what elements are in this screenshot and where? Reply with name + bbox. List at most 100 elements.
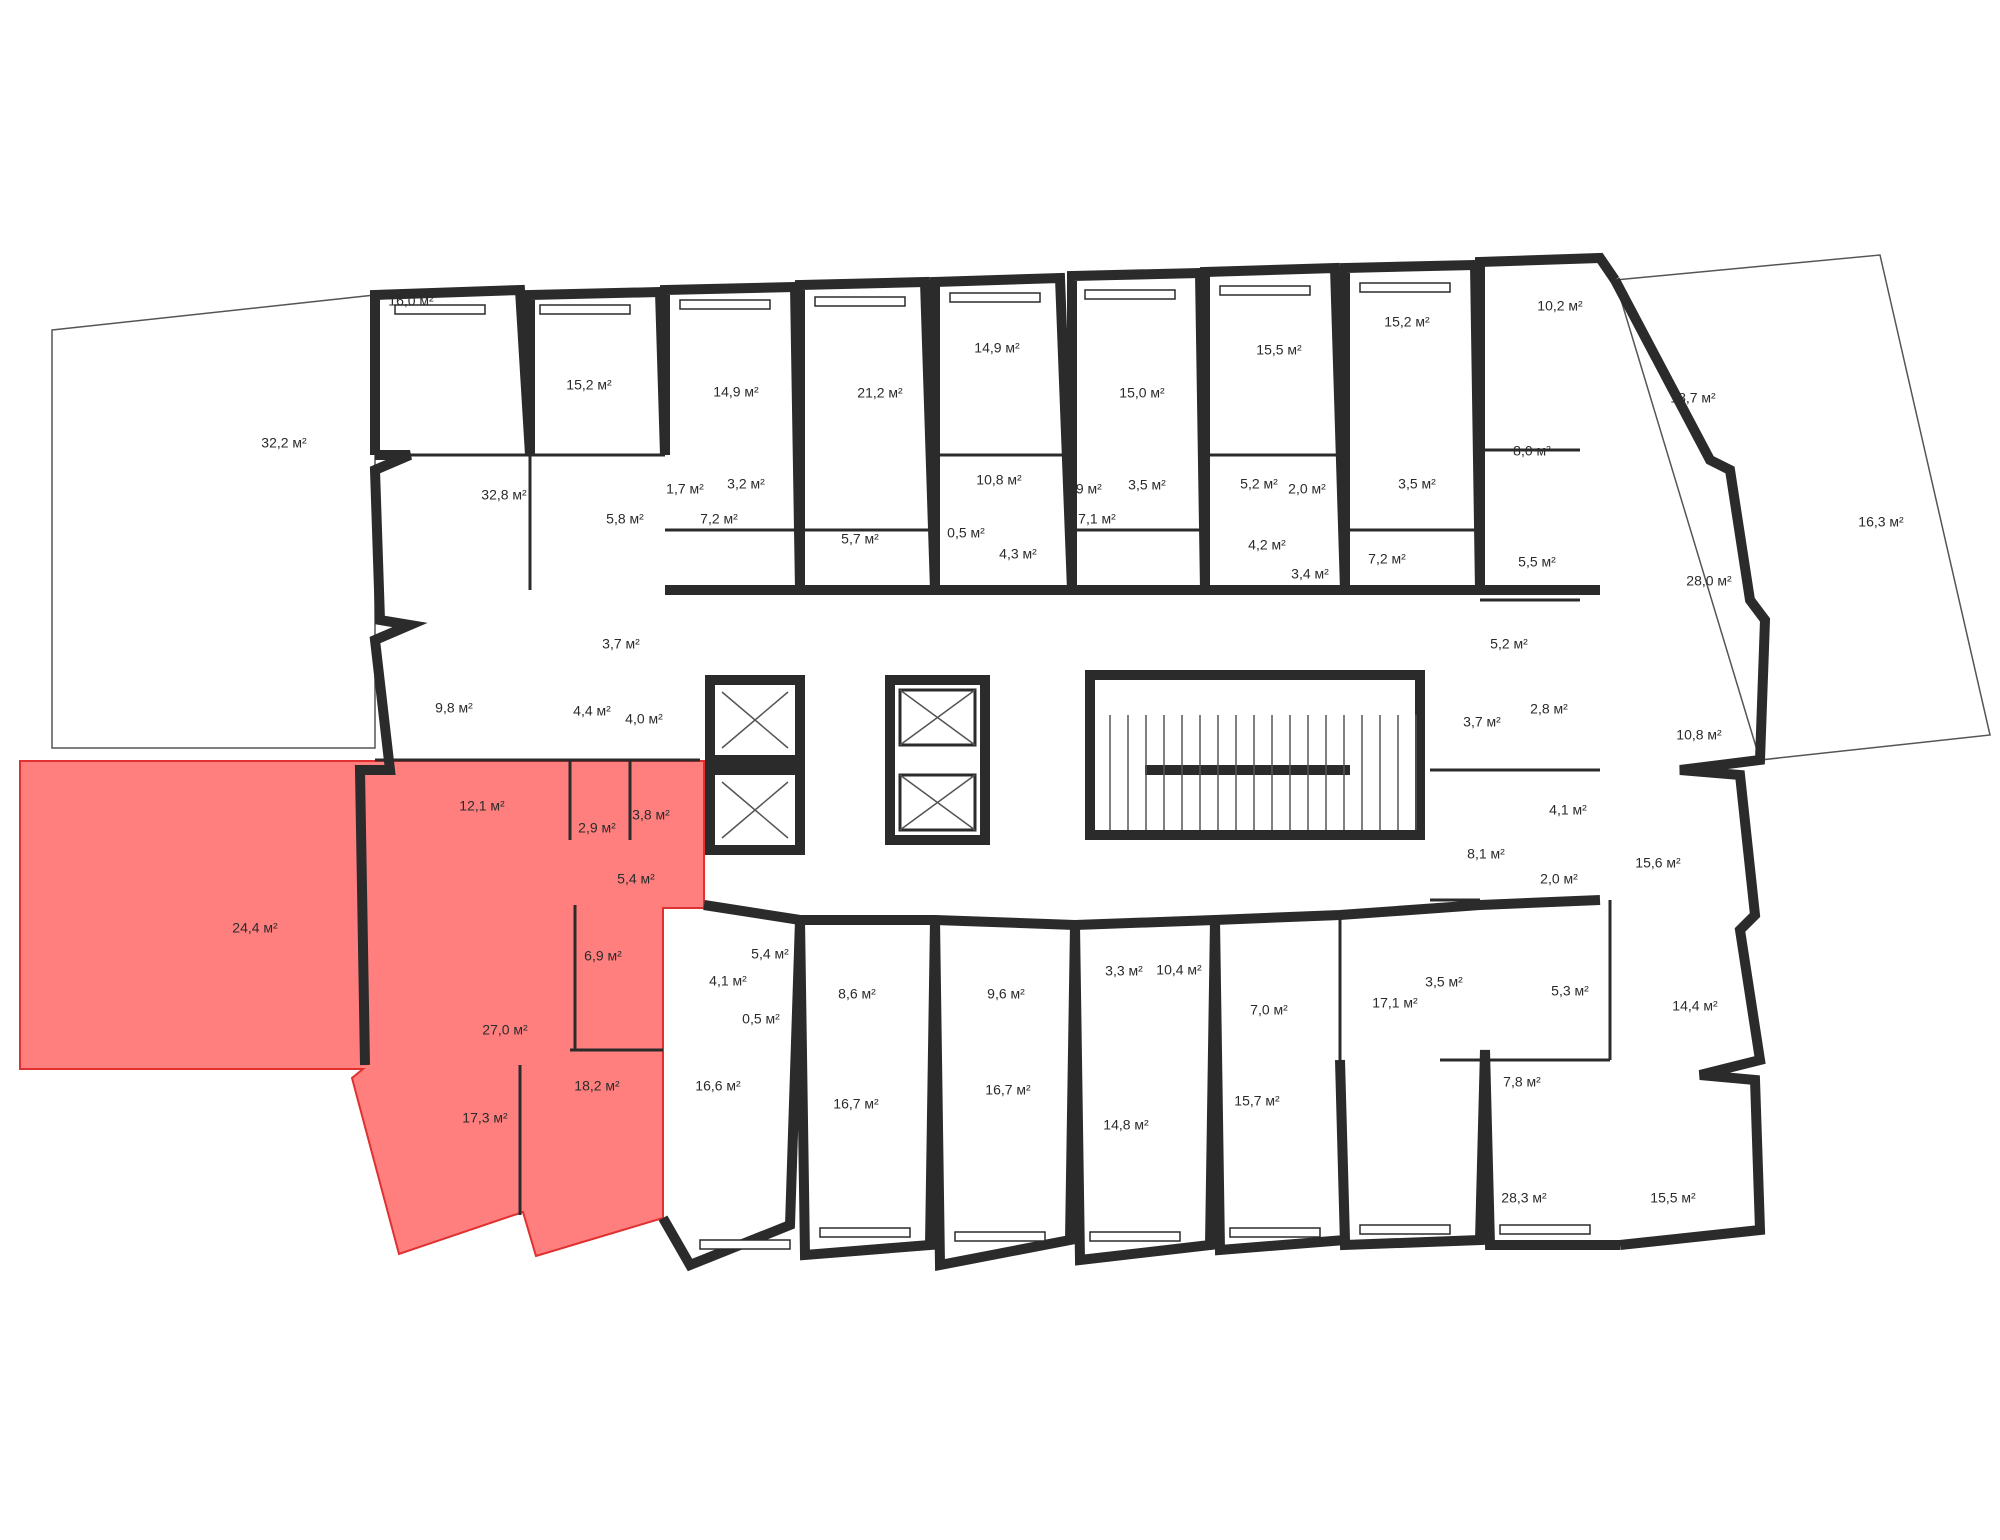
room-area-label: 3,7 м² [602, 636, 640, 652]
room-area-label: 12,1 м² [459, 798, 505, 814]
room-area-label: 3,5 м² [1425, 974, 1463, 990]
room-area-label: 3,5 м² [1398, 476, 1436, 492]
room-area-label: 3,3 м² [1105, 963, 1143, 979]
room-area-label: 10,2 м² [1537, 298, 1583, 314]
room-area-label: 18,2 м² [574, 1078, 620, 1094]
room-area-label: 6,9 м² [584, 948, 622, 964]
room-area-label: 15,5 м² [1650, 1190, 1696, 1206]
room-area-label: 1,9 м² [1064, 481, 1102, 497]
window-radiator [679, 299, 771, 310]
room-area-label: 2,0 м² [1540, 871, 1578, 887]
room-area-label: 15,5 м² [1256, 342, 1302, 358]
window-radiator [539, 304, 631, 315]
window-radiator [1089, 1231, 1181, 1242]
room-area-label: 0,5 м² [742, 1011, 780, 1027]
room-area-label: 4,4 м² [573, 703, 611, 719]
room-area-label: 4,3 м² [999, 546, 1037, 562]
room-area-label: 5,7 м² [841, 531, 879, 547]
room-area-label: 16,3 м² [1858, 514, 1904, 530]
window-radiator [1359, 1224, 1451, 1235]
room-area-label: 3,8 м² [632, 807, 670, 823]
terrace-east [1614, 254, 1991, 761]
room-area-label: 27,0 м² [482, 1022, 528, 1038]
building-wall-west [354, 450, 428, 1066]
room-area-label: 18,7 м² [1670, 390, 1716, 406]
room-area-label: 14,8 м² [1103, 1117, 1149, 1133]
room-area-label: 32,8 м² [481, 487, 527, 503]
room-area-label: 0,5 м² [947, 525, 985, 541]
room-area-label: 4,1 м² [709, 973, 747, 989]
interior-walls [375, 448, 1612, 1215]
room-area-label: 4,0 м² [625, 711, 663, 727]
room-area-label: 5,8 м² [606, 511, 644, 527]
room-area-label: 32,2 м² [261, 435, 307, 451]
room-area-label: 15,7 м² [1234, 1093, 1280, 1109]
room-area-label: 5,5 м² [1518, 554, 1556, 570]
room-area-label: 1,7 м² [666, 481, 704, 497]
room-area-label: 17,1 м² [1372, 995, 1418, 1011]
room-area-label: 3,7 м² [1463, 714, 1501, 730]
room-area-label: 7,2 м² [700, 511, 738, 527]
window-radiator [1219, 285, 1311, 296]
room-area-label: 28,3 м² [1501, 1190, 1547, 1206]
room-area-label: 4,1 м² [1549, 802, 1587, 818]
room-area-label: 2,8 м² [1530, 701, 1568, 717]
room-area-label: 24,4 м² [232, 920, 278, 936]
room-area-label: 9,6 м² [987, 986, 1025, 1002]
room-area-label: 5,3 м² [1551, 983, 1589, 999]
room-area-label: 15,0 м² [1119, 385, 1165, 401]
corridor-wall-south [703, 895, 1601, 931]
room-area-label: 10,4 м² [1156, 962, 1202, 978]
room-area-label: 14,4 м² [1672, 998, 1718, 1014]
room-area-labels: 16,0 м² 15,2 м² 14,9 м² 21,2 м² 14,9 м² 15,0 … [232, 293, 1904, 1206]
room-area-label: 3,2 м² [727, 476, 765, 492]
room-area-label: 14,9 м² [974, 340, 1020, 356]
window-radiators [394, 282, 1591, 1250]
elevator-block-right [885, 675, 990, 845]
room-area-label: 7,8 м² [1503, 1074, 1541, 1090]
window-radiator [1084, 289, 1176, 300]
terrace-west [51, 294, 376, 749]
room-area-label: 8,6 м² [838, 986, 876, 1002]
room-area-label: 17,3 м² [462, 1110, 508, 1126]
room-area-label: 16,7 м² [985, 1082, 1031, 1098]
window-radiator [699, 1239, 791, 1250]
room-area-label: 9,8 м² [435, 700, 473, 716]
room-area-label: 5,2 м² [1490, 636, 1528, 652]
room-area-label: 2,0 м² [1288, 481, 1326, 497]
room-area-label: 7,1 м² [1078, 511, 1116, 527]
room-area-label: 28,0 м² [1686, 573, 1732, 589]
elevator-block-left [705, 675, 805, 855]
room-area-label: 8,0 м² [1513, 443, 1551, 459]
window-radiator [954, 1231, 1046, 1242]
room-area-label: 16,6 м² [695, 1078, 741, 1094]
building-wall-south [658, 919, 1620, 1272]
room-area-label: 5,4 м² [617, 871, 655, 887]
room-area-label: 8,1 м² [1467, 846, 1505, 862]
room-area-label: 15,6 м² [1635, 855, 1681, 871]
room-area-label: 10,8 м² [976, 472, 1022, 488]
room-area-label: 4,2 м² [1248, 537, 1286, 553]
room-area-label: 21,2 м² [857, 385, 903, 401]
room-area-label: 16,0 м² [388, 293, 434, 309]
room-area-label: 10,8 м² [1676, 727, 1722, 743]
building-wall-east [1610, 277, 1771, 1250]
room-area-label: 14,9 м² [713, 384, 759, 400]
building-wall-north [370, 252, 1620, 591]
window-radiator [949, 292, 1041, 303]
room-area-label: 7,2 м² [1368, 551, 1406, 567]
room-area-label: 5,2 м² [1240, 476, 1278, 492]
window-radiator [819, 1227, 911, 1238]
window-radiator [1359, 282, 1451, 293]
room-area-label: 5,4 м² [751, 946, 789, 962]
window-radiator [1229, 1227, 1321, 1238]
room-area-label: 15,2 м² [1384, 314, 1430, 330]
room-area-label: 7,0 м² [1250, 1002, 1288, 1018]
room-area-label: 15,2 м² [566, 377, 612, 393]
room-area-label: 3,4 м² [1291, 566, 1329, 582]
room-area-label: 2,9 м² [578, 820, 616, 836]
staircase [1085, 670, 1425, 840]
window-radiator [814, 296, 906, 307]
room-area-label: 3,5 м² [1128, 477, 1166, 493]
